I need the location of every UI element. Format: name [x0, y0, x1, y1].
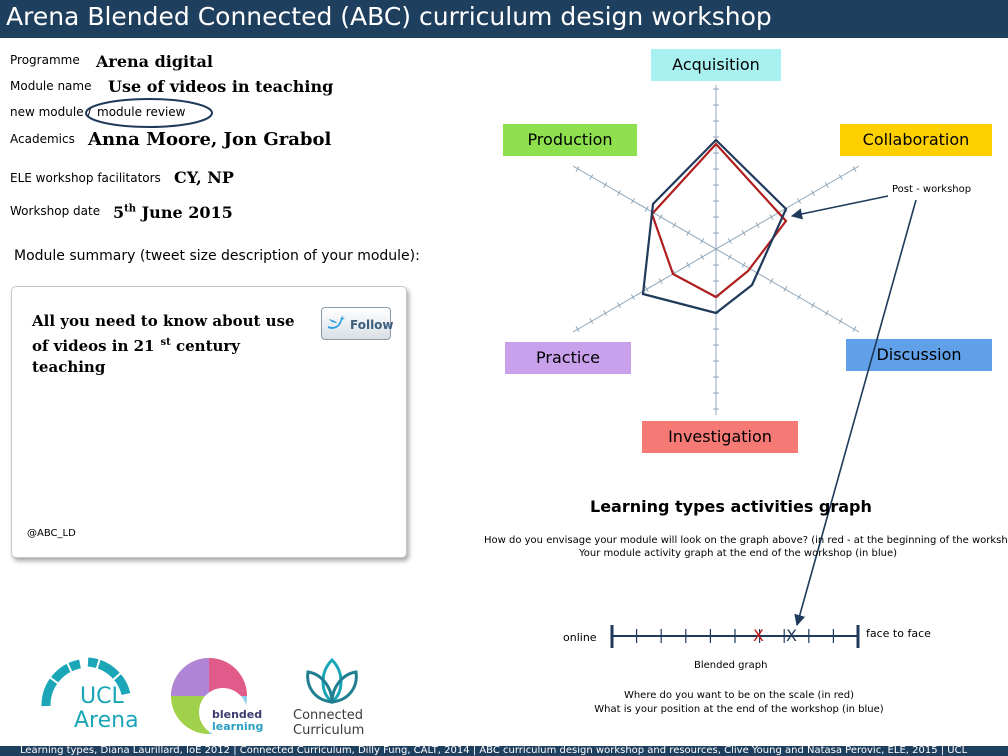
scale-caption-2: What is your position at the end of the …: [594, 704, 884, 715]
follow-button[interactable]: [321, 307, 391, 340]
ucl-logo-text-2: Arena: [74, 708, 139, 733]
radar-axis-tick: [630, 294, 635, 300]
radar-axis-tick: [575, 166, 580, 172]
radar-axis-tick: [838, 318, 843, 324]
post-workshop-annotation: Post - workshop: [892, 184, 972, 195]
radar-title: Learning types activities graph: [590, 497, 872, 516]
radar-axis-tick: [727, 254, 732, 260]
ucl-logo-text-1: UCL: [80, 684, 124, 709]
production-label: Production: [503, 124, 637, 156]
scale-caption-1: Where do you want to be on the scale (in…: [623, 690, 855, 701]
facilitators-value: CY, NP: [174, 168, 234, 187]
radar-axis-tick: [824, 310, 829, 316]
annotation-arrows: [790, 195, 917, 627]
radar-axis-tick: [852, 326, 857, 332]
blended-learning-logo-icon: [171, 658, 247, 736]
radar-axis-tick: [617, 190, 621, 196]
radar-axis-tick: [630, 198, 635, 204]
radar-axis-tick: [811, 302, 815, 308]
radar-axis-tick: [741, 230, 746, 236]
investigation-label: Investigation: [642, 421, 798, 453]
radar-axis-tick: [755, 222, 760, 228]
workshop-date-label: Workshop date: [10, 204, 101, 218]
radar-axis-tick: [644, 206, 649, 212]
radar-axis-tick: [824, 182, 829, 188]
academics-value: Anna Moore, Jon Grabol: [88, 129, 332, 150]
radar-axis-tick: [811, 190, 815, 196]
scale-title: Blended graph: [694, 660, 768, 671]
scale-right-label: face to face: [866, 627, 931, 640]
facilitators-label: ELE workshop facilitators: [10, 171, 161, 185]
radar-caption-1: How do you envisage your module will loo…: [484, 535, 1008, 546]
tweet-text: All you need to know about use of videos…: [32, 312, 295, 376]
page-title: Arena Blended Connected (ABC) curriculum…: [6, 2, 772, 31]
twitter-handle: @ABC_LD: [27, 528, 76, 539]
collaboration-label: Collaboration: [840, 124, 992, 156]
learning-types-radar: [572, 85, 860, 415]
radar-axis-tick: [658, 214, 663, 220]
acquisition-label: Acquisition: [651, 49, 781, 81]
radar-axis-tick: [783, 286, 788, 292]
blended-logo-text-2: learning: [212, 720, 264, 733]
new-module-label: new module /: [10, 105, 92, 119]
radar-axis-tick: [617, 302, 621, 308]
radar-caption-2: Your module activity graph at the end of…: [578, 548, 898, 559]
scale-left-label: online: [563, 631, 597, 644]
radar-axis-tick: [603, 182, 608, 188]
radar-axis-tick: [797, 294, 802, 300]
radar-axis-tick: [672, 222, 677, 228]
workshop-date-value: 5th June 2015: [113, 203, 233, 222]
radar-axis-tick: [658, 278, 663, 284]
follow-button-label: Follow: [350, 318, 394, 332]
scale-mark-red: X: [753, 626, 764, 645]
module-review-label: module review: [97, 105, 186, 119]
blended-logo-text-1: blended: [212, 708, 263, 721]
programme-label: Programme: [10, 53, 80, 67]
axis-diagonal-2: [572, 165, 860, 333]
footer-bar: [0, 746, 1008, 756]
academics-label: Academics: [10, 132, 75, 146]
radar-axis-tick: [769, 278, 774, 284]
blended-scale: [610, 625, 860, 648]
footer-text: Learning types, Diana Laurillard, IoE 20…: [20, 745, 968, 756]
radar-axis-tick: [741, 262, 746, 268]
connected-curriculum-logo-icon: [306, 657, 358, 704]
radar-axis-tick: [797, 198, 802, 204]
radar-axis-tick: [700, 238, 705, 244]
programme-value: Arena digital: [96, 52, 213, 71]
radar-axis-tick: [838, 174, 843, 180]
radar-axis-tick: [644, 286, 649, 292]
title-bar: [0, 0, 1008, 38]
twitter-bird-icon: [328, 316, 345, 329]
scale-mark-blue: X: [786, 626, 797, 645]
radar-axis-tick: [575, 326, 580, 332]
module-review-circle: [85, 98, 213, 128]
module-name-label: Module name: [10, 79, 92, 93]
radar-axis-tick: [852, 166, 857, 172]
radar-axis-tick: [589, 318, 594, 324]
module-summary-label: Module summary (tweet size description o…: [14, 248, 420, 264]
connected-logo-text-2: Curriculum: [293, 723, 365, 738]
radar-axis-tick: [700, 254, 705, 260]
connected-logo-text-1: Connected: [293, 708, 364, 723]
post-workshop-polygon: [641, 138, 788, 315]
radar-axis-tick: [686, 262, 691, 268]
radar-axis-tick: [769, 214, 774, 220]
radar-axis-tick: [603, 310, 608, 316]
practice-label: Practice: [505, 342, 631, 374]
radar-axis-tick: [686, 230, 691, 236]
module-name-value: Use of videos in teaching: [108, 77, 334, 96]
ucl-arena-logo-icon: [41, 657, 131, 707]
radar-axis-tick: [727, 238, 732, 244]
radar-axis-tick: [589, 174, 594, 180]
